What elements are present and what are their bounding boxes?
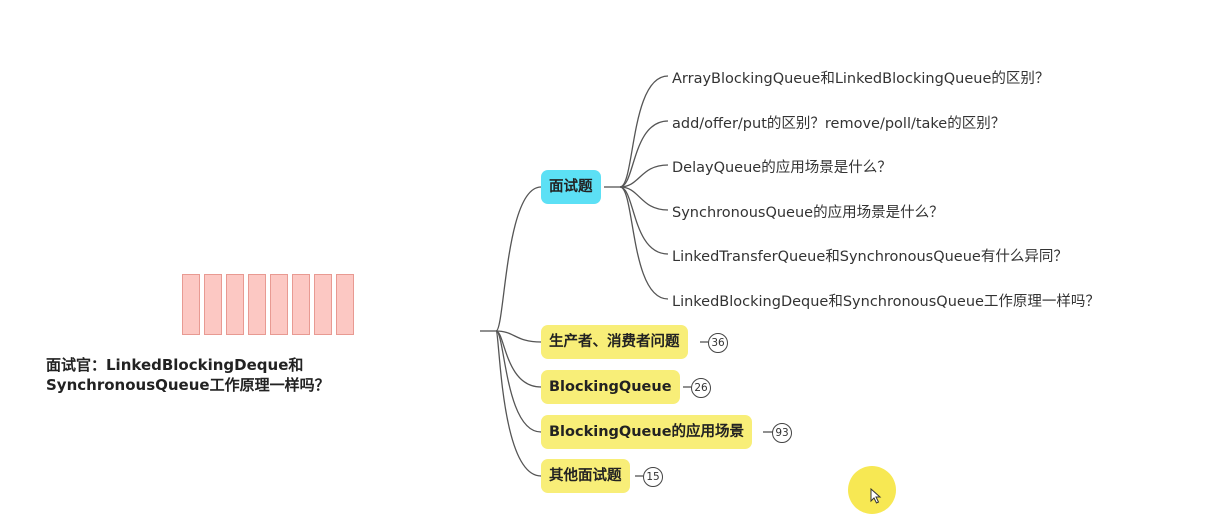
queue-cell [270, 274, 288, 335]
collapsed-count-badge[interactable]: 26 [691, 378, 711, 398]
mouse-pointer-icon [870, 488, 882, 504]
caption-line-2: SynchronousQueue工作原理一样吗？ [46, 376, 330, 394]
node-producer-consumer[interactable]: 生产者、消费者问题 [541, 325, 688, 359]
queue-cell [314, 274, 332, 335]
node-interview-questions[interactable]: 面试题 [541, 170, 601, 204]
connector-q2 [619, 120, 669, 188]
queue-cell [248, 274, 266, 335]
question-leaf[interactable]: DelayQueue的应用场景是什么？ [672, 160, 892, 176]
slide-caption: 面试官：LinkedBlockingDeque和 SynchronousQueu… [46, 355, 366, 395]
question-leaf[interactable]: LinkedBlockingDeque和SynchronousQueue工作原理… [672, 294, 1100, 310]
connector-q6 [619, 186, 669, 300]
question-leaf[interactable]: add/offer/put的区别？remove/poll/take的区别？ [672, 116, 1006, 132]
queue-cell [182, 274, 200, 335]
collapsed-count-badge[interactable]: 93 [772, 423, 792, 443]
connector-q4 [619, 186, 669, 211]
node-blocking-queue[interactable]: BlockingQueue [541, 370, 680, 404]
connector-interview [495, 186, 542, 332]
collapsed-count-badge[interactable]: 36 [708, 333, 728, 353]
question-leaf[interactable]: SynchronousQueue的应用场景是什么？ [672, 205, 944, 221]
queue-cell [226, 274, 244, 335]
connector-q5 [619, 186, 669, 255]
connector-other [495, 330, 542, 477]
collapsed-count-badge[interactable]: 15 [643, 467, 663, 487]
queue-cell [292, 274, 310, 335]
question-leaf[interactable]: LinkedTransferQueue和SynchronousQueue有什么异… [672, 249, 1068, 265]
queue-illustration [182, 274, 354, 335]
connector-q3 [619, 164, 669, 188]
connector-q1 [619, 75, 669, 188]
node-other-questions[interactable]: 其他面试题 [541, 459, 630, 493]
question-leaf[interactable]: ArrayBlockingQueue和LinkedBlockingQueue的区… [672, 71, 1050, 87]
node-blocking-queue-scenarios[interactable]: BlockingQueue的应用场景 [541, 415, 753, 449]
connector-producer [495, 330, 542, 343]
queue-cell [204, 274, 222, 335]
connector-scenarios [495, 330, 542, 433]
queue-cell [336, 274, 354, 335]
caption-line-1: 面试官：LinkedBlockingDeque和 [46, 356, 304, 374]
connector-blocking [495, 330, 542, 388]
